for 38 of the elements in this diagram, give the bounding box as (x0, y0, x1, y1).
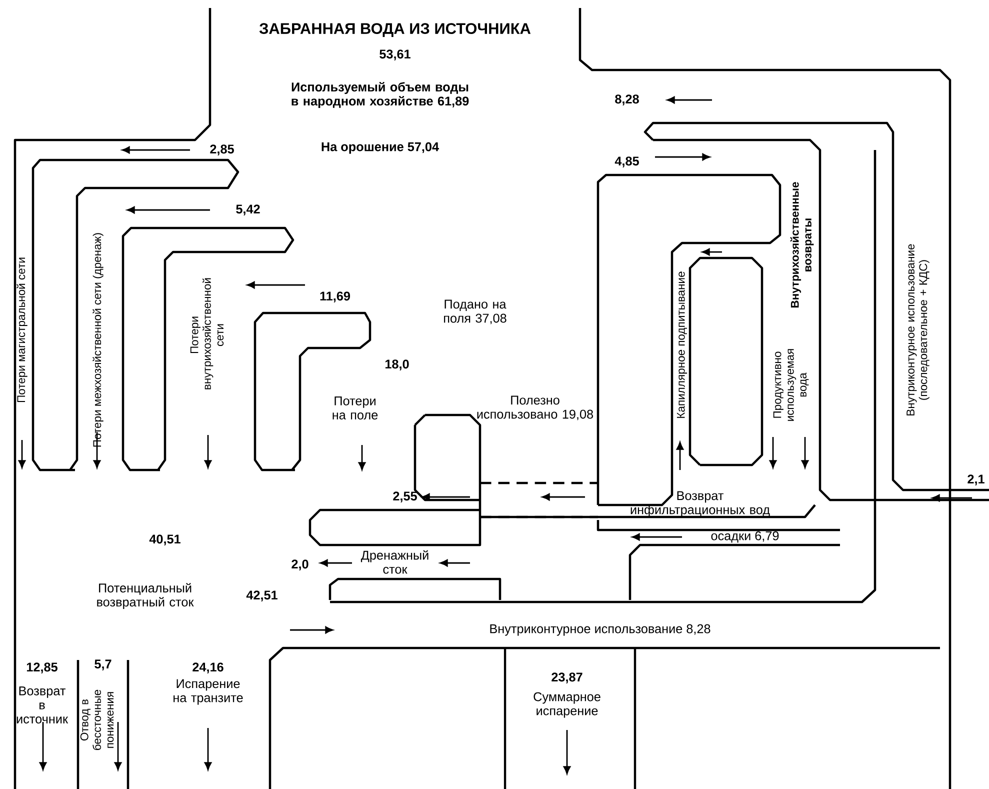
label: Потери межхозяйственной сети (дренаж) (92, 233, 104, 447)
label: На орошение 57,04 (322, 142, 439, 154)
label: Испарение на транзите (174, 679, 243, 705)
label: Используемый объем воды в народном хозяйстве 61,89 (292, 82, 469, 108)
label: 18,0 (385, 360, 409, 370)
label: осадки 6,79 (711, 531, 779, 543)
label: 23,87 (552, 672, 582, 684)
label: Дренажный сток (360, 550, 428, 574)
label: Продуктивно используемая вода (773, 349, 809, 421)
label: 11,69 (320, 292, 350, 302)
label: 12,85 (26, 662, 58, 674)
label: Потери на поле (332, 396, 378, 420)
label: Потери магистральной сети (16, 258, 28, 402)
label: Отвод в бессточные понижения (80, 690, 114, 750)
label: 2,85 (210, 144, 234, 156)
label: Полезно использовано 19,08 (477, 396, 594, 420)
label: Возврат инфильтрационных вод (630, 491, 770, 517)
label: 42,51 (246, 590, 278, 602)
label: Внутриконтурное использование (последовательное + КДС) (906, 244, 930, 416)
label: Внутриконтурное использование 8,28 (490, 624, 710, 636)
label: Потери внутрихозяйственной сети (190, 278, 224, 390)
label: 2,0 (292, 560, 308, 570)
label: Суммарное испарение (534, 692, 600, 718)
label: Потенциальный возвратный сток (97, 582, 194, 610)
title: ЗАБРАННАЯ ВОДА ИЗ ИСТОЧНИКА (259, 23, 531, 37)
label: 40,51 (149, 534, 180, 546)
label: 2,1 (968, 474, 984, 486)
label: Возврат в источник (16, 686, 68, 724)
label: 4,85 (614, 156, 639, 168)
label: Подано на поля 37,08 (444, 300, 506, 324)
label: Капиллярное подпитывание (676, 272, 688, 418)
label: Внутрихозяйственные возвраты (790, 182, 814, 308)
label: 24,16 (192, 662, 224, 674)
label: 2,55 (393, 492, 417, 502)
label: 5,42 (236, 204, 260, 216)
label: 5,7 (94, 660, 112, 670)
label: 53,61 (380, 50, 410, 60)
label: 8,28 (615, 94, 639, 106)
